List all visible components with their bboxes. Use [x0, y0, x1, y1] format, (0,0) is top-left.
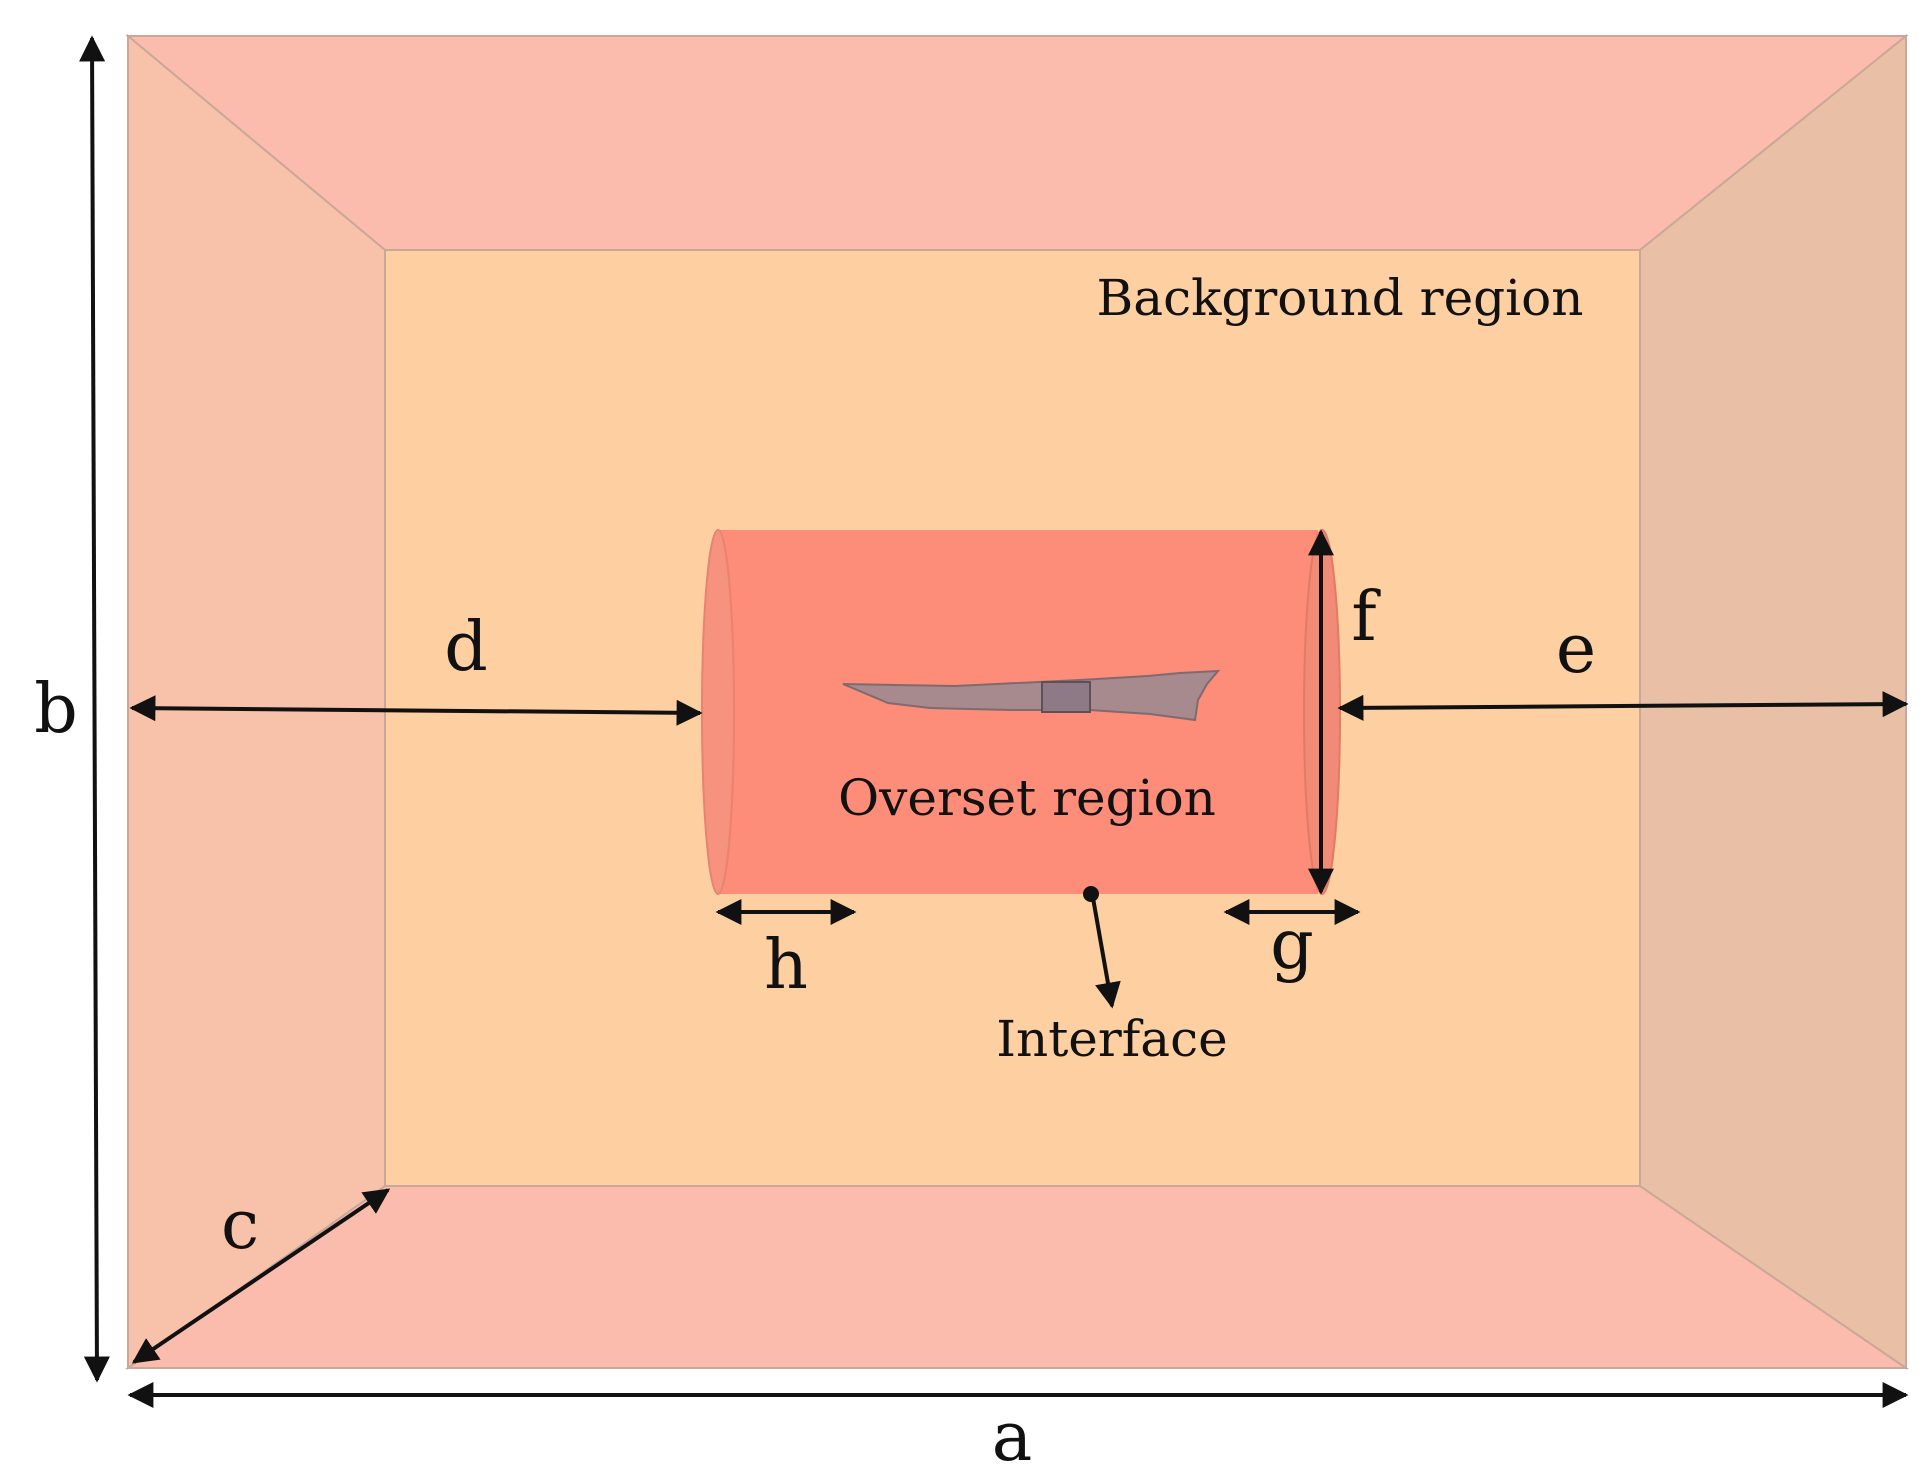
dimension-d-label: d [444, 608, 488, 687]
dimension-e-label: e [1556, 610, 1596, 689]
dimension-d-arrow [129, 695, 703, 726]
interface-point [1083, 886, 1099, 902]
dimension-c-arrow [131, 1188, 391, 1364]
background-region-label: Background region [1097, 269, 1584, 327]
interface-label: Interface [996, 1010, 1227, 1068]
dimension-f-label: f [1351, 578, 1381, 657]
dimension-b-arrow [79, 35, 110, 1383]
domain-left-face [127, 33, 386, 1370]
overset-cylinder-body [718, 530, 1318, 894]
overset-region [701, 529, 1341, 895]
dimension-c-label: c [221, 1186, 259, 1265]
overset-left-cap [701, 529, 735, 895]
dimension-e-arrow [1337, 691, 1909, 721]
dimension-a-label: a [992, 1398, 1033, 1477]
domain-bottom-face [124, 1185, 1910, 1369]
domain-right-face [1639, 33, 1907, 1370]
dimension-b-label: b [34, 670, 78, 749]
dimension-g-label: g [1270, 906, 1314, 985]
overset-region-label: Overset region [838, 769, 1216, 827]
domain-top-face [125, 35, 1909, 251]
dimension-h-label: h [764, 926, 808, 1005]
ship-hull-icon [842, 669, 1221, 722]
interface-pointer-arrow [1091, 897, 1121, 1009]
